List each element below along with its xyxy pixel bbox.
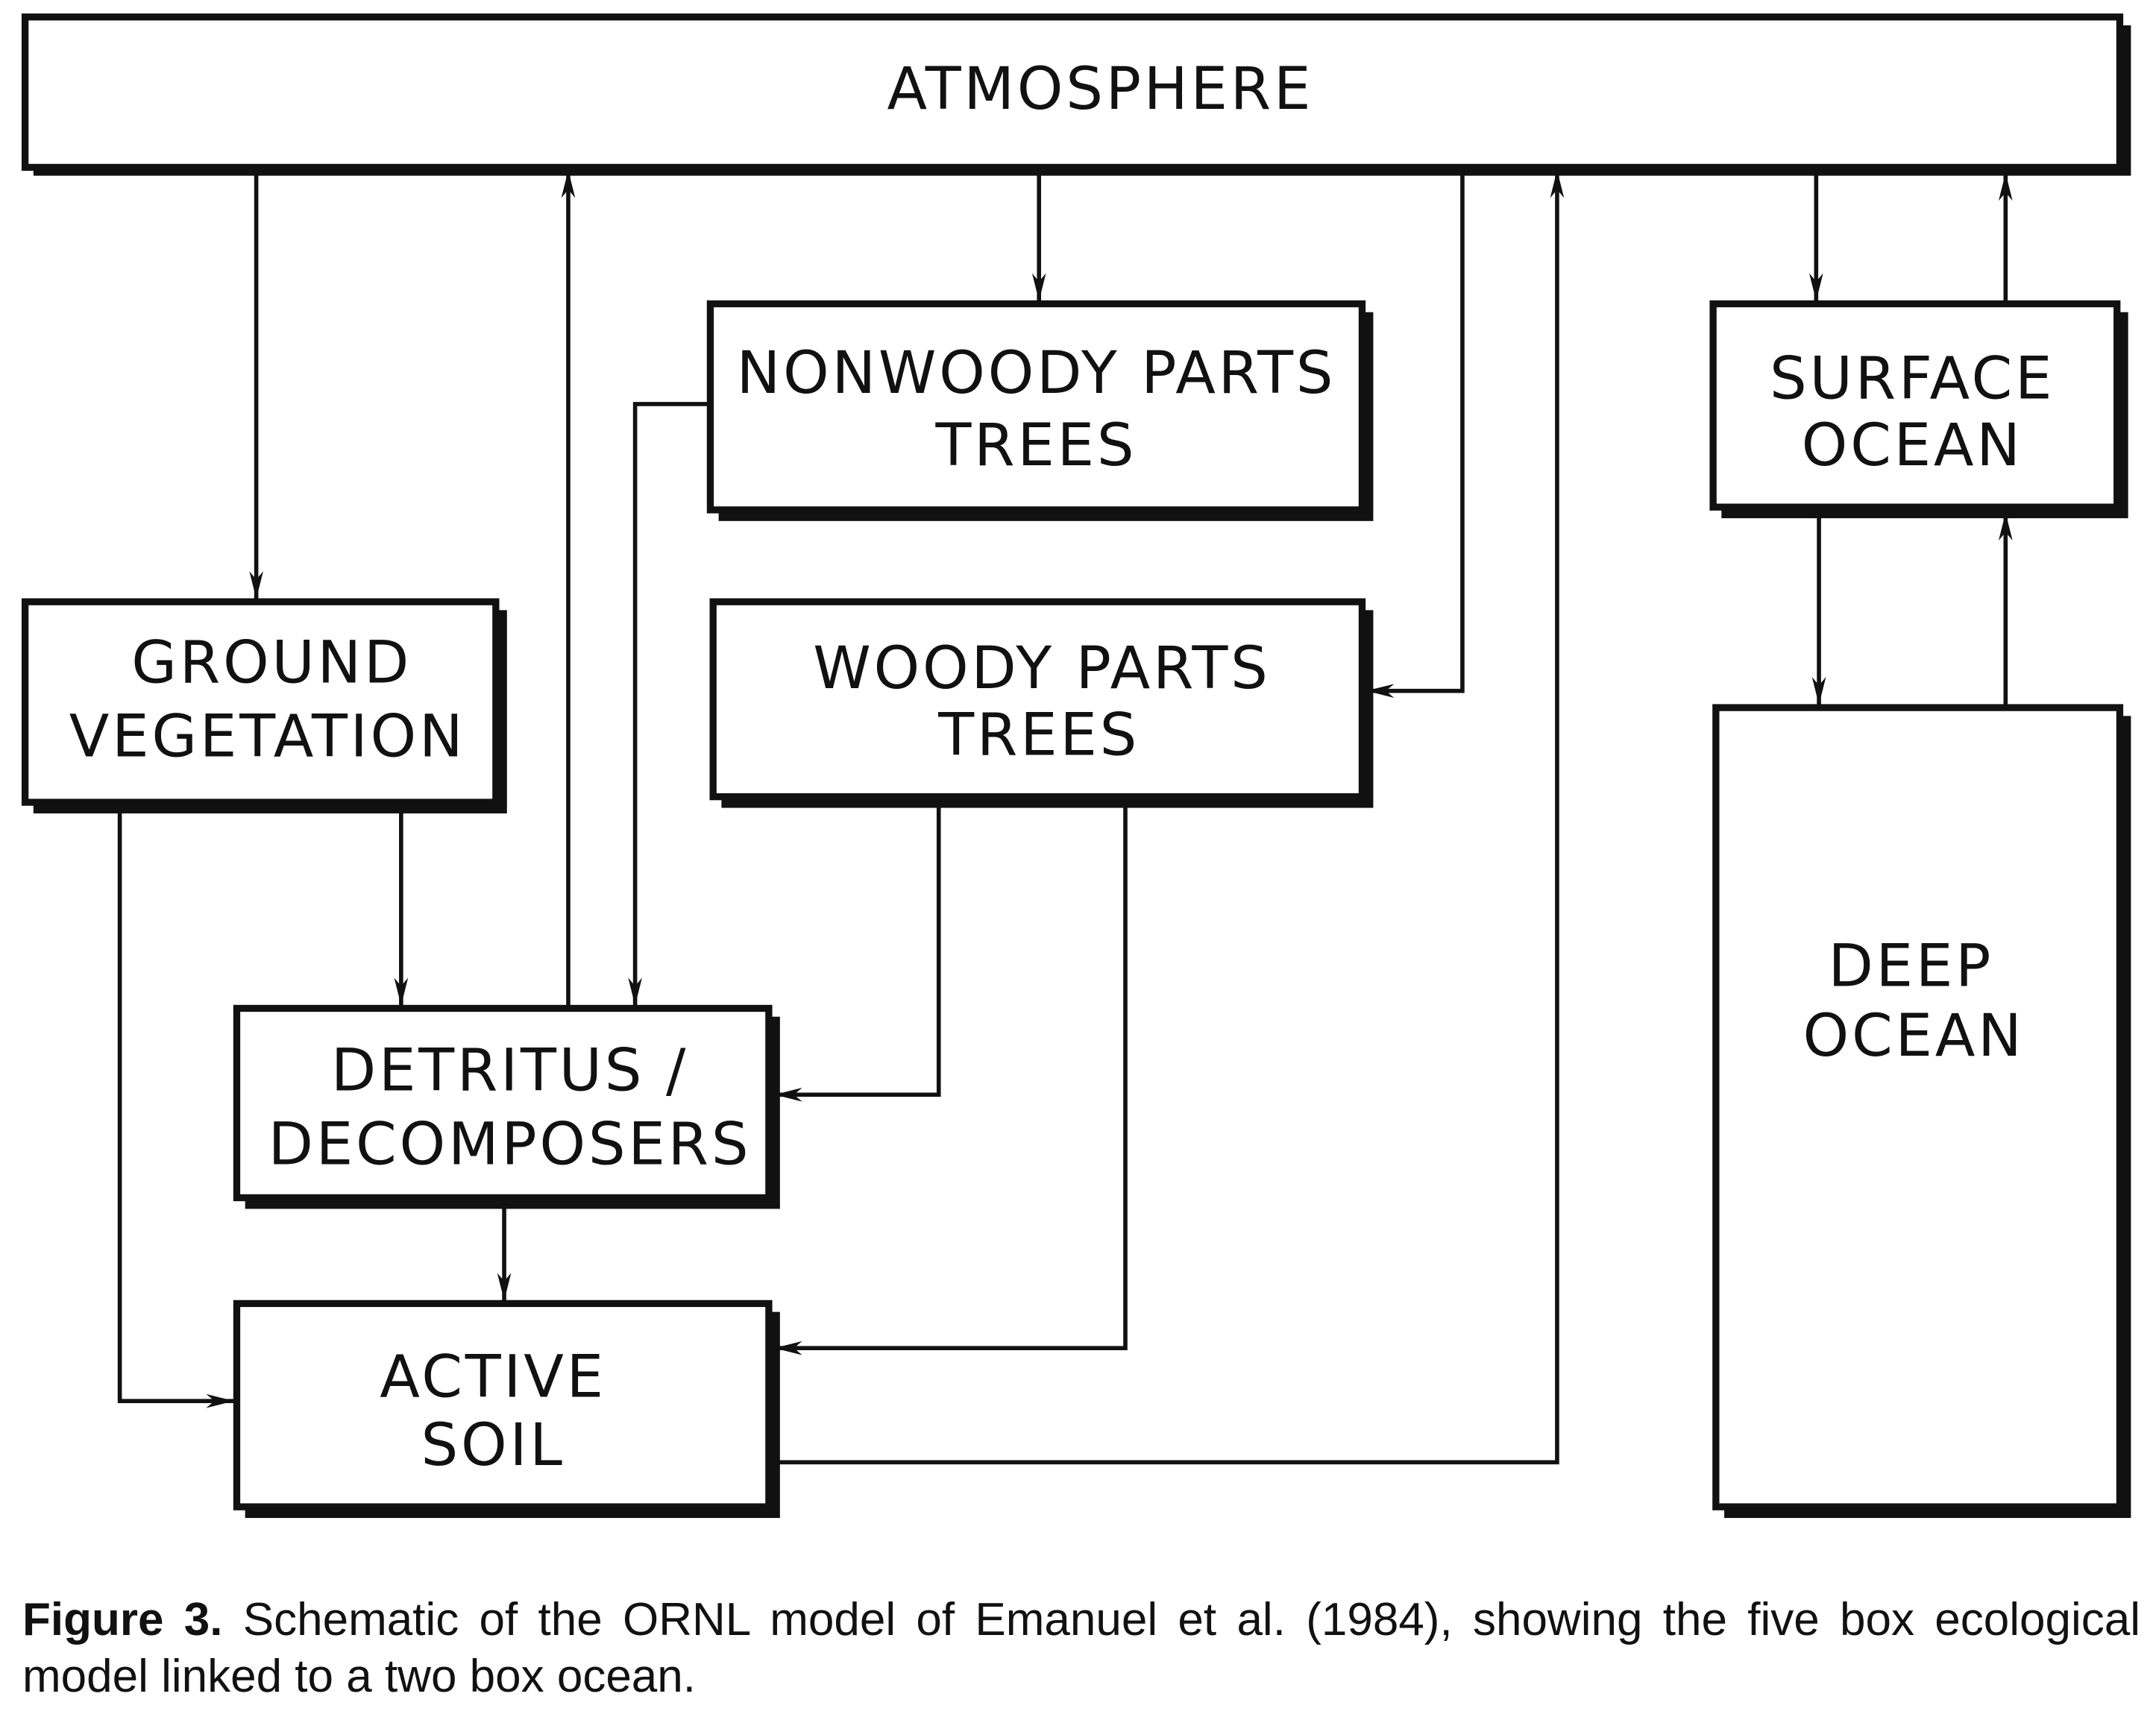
active-soil-label-line1: ACTIVE [380, 1343, 606, 1411]
arrow-atmosphere-to-woody [1366, 170, 1465, 699]
detritus-decomposers-box: DETRITUS / DECOMPOSERS [233, 1004, 780, 1209]
woody-label-line1: WOODY PARTS [813, 634, 1270, 702]
woody-parts-trees-box: WOODY PARTS TREES [709, 598, 1374, 808]
deep-ocean-label-line1: DEEP [1828, 933, 1993, 1001]
nonwoody-label-line1: NONWOODY PARTS [737, 339, 1336, 407]
nonwoody-parts-trees-box: NONWOODY PARTS TREES [706, 300, 1374, 521]
surface-ocean-label-line2: OCEAN [1802, 412, 2023, 479]
surface-ocean-box: SURFACE OCEAN [1709, 300, 2128, 519]
arrow-woody-to-detritus [774, 802, 941, 1102]
nonwoody-label-line2: TREES [934, 412, 1137, 479]
arrow-active-soil-to-atmosphere [774, 170, 1565, 1465]
detritus-label-line1: DETRITUS / [331, 1037, 688, 1105]
ground-vegetation-label-line2: VEGETATION [69, 702, 466, 770]
atmosphere-box: ATMOSPHERE [21, 13, 2131, 176]
ground-vegetation-label-line1: GROUND [131, 629, 412, 696]
active-soil-label-line2: SOIL [421, 1411, 565, 1479]
woody-label-line2: TREES [937, 702, 1140, 769]
detritus-label-line2: DECOMPOSERS [268, 1111, 752, 1179]
active-soil-box: ACTIVE SOIL [233, 1300, 780, 1519]
figure-label: Figure 3. [22, 1594, 223, 1645]
caption-text: Schematic of the ORNL model of Emanuel e… [22, 1594, 2141, 1702]
figure-caption: Figure 3. Schematic of the ORNL model of… [22, 1592, 2140, 1705]
arrow-woody-to-active-soil [774, 802, 1128, 1355]
deep-ocean-box: DEEP OCEAN [1712, 704, 2131, 1519]
surface-ocean-label-line1: SURFACE [1770, 344, 2055, 412]
arrow-ground-vegetation-to-active-soil [117, 807, 234, 1408]
ground-vegetation-box: GROUND VEGETATION [21, 598, 507, 814]
arrow-nonwoody-to-detritus [628, 402, 711, 1006]
atmosphere-label: ATMOSPHERE [887, 55, 1313, 123]
ornl-model-diagram: ATMOSPHERE NONWOODY PARTS TREES SURFACE … [21, 13, 2131, 1519]
deep-ocean-label-line2: OCEAN [1803, 1002, 2025, 1070]
